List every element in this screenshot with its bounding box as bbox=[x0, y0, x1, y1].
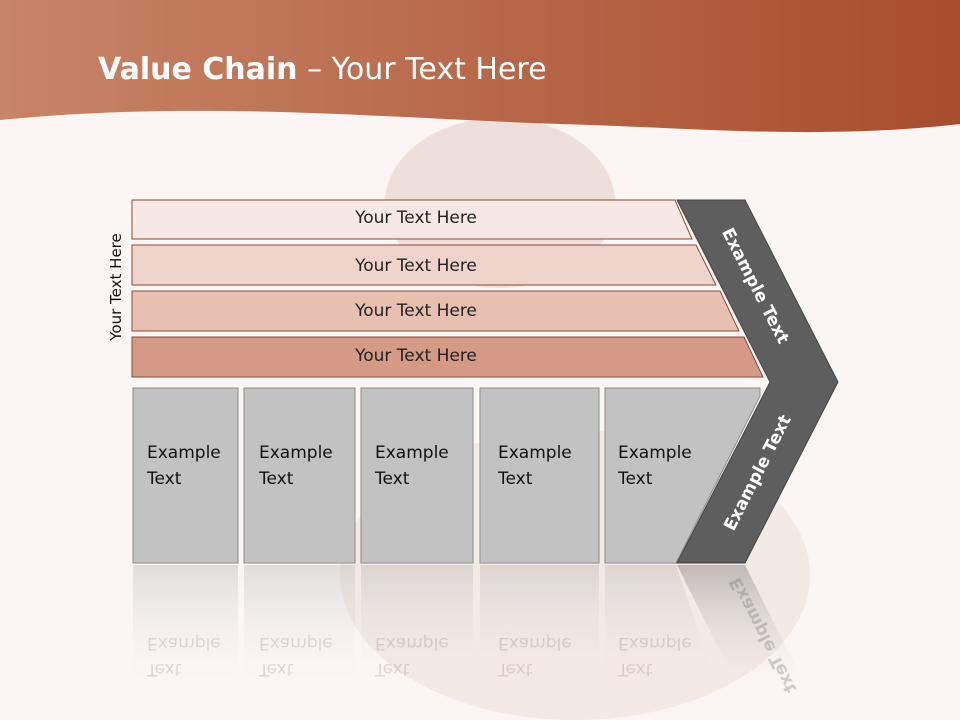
reflection-box-1 bbox=[133, 565, 238, 695]
reflection-text-3: Text Example bbox=[375, 630, 449, 682]
reflection-chevron bbox=[677, 565, 810, 695]
reflection-box-3 bbox=[361, 565, 473, 695]
reflection-text-1: Text Example bbox=[147, 630, 221, 682]
primary-box-1-text: Example Text bbox=[147, 440, 221, 492]
support-row-3 bbox=[131, 290, 740, 332]
support-row-2 bbox=[131, 244, 717, 286]
page-title: Value Chain – Your Text Here bbox=[98, 52, 547, 87]
primary-box-2 bbox=[243, 387, 356, 564]
refl-3-line1: Example bbox=[375, 633, 449, 653]
header-band bbox=[0, 0, 960, 133]
reflection-text-4: Text Example bbox=[498, 630, 572, 682]
reflection-text-2: Text Example bbox=[259, 630, 333, 682]
primary-box-4 bbox=[479, 387, 600, 564]
box-1-line2: Text bbox=[147, 469, 182, 489]
refl-2-line2: Text bbox=[259, 659, 294, 679]
box-3-line1: Example bbox=[375, 443, 449, 463]
box-3-line2: Text bbox=[375, 469, 410, 489]
refl-5-line1: Example bbox=[618, 633, 692, 653]
box-2-line1: Example bbox=[259, 443, 333, 463]
box-5-line1: Example bbox=[618, 443, 692, 463]
box-2-line2: Text bbox=[259, 469, 294, 489]
primary-box-5-text: Example Text bbox=[618, 440, 692, 492]
refl-1-line1: Example bbox=[147, 633, 221, 653]
reflection-text-5: Text Example bbox=[618, 630, 692, 682]
primary-box-2-text: Example Text bbox=[259, 440, 333, 492]
support-row-3-text: Your Text Here bbox=[355, 301, 477, 321]
support-row-1-text: Your Text Here bbox=[355, 208, 477, 228]
support-row-4 bbox=[131, 336, 764, 378]
box-4-line1: Example bbox=[498, 443, 572, 463]
title-rest: – Your Text Here bbox=[297, 52, 547, 87]
refl-4-line1: Example bbox=[498, 633, 572, 653]
reflection-box-4 bbox=[480, 565, 599, 695]
support-row-4-text: Your Text Here bbox=[355, 346, 477, 366]
box-1-line1: Example bbox=[147, 443, 221, 463]
primary-box-5 bbox=[604, 387, 761, 564]
support-row-2-text: Your Text Here bbox=[355, 256, 477, 276]
reflection-box-5 bbox=[605, 565, 720, 695]
primary-box-3 bbox=[360, 387, 474, 564]
primary-box-1 bbox=[132, 387, 239, 564]
support-row-1 bbox=[131, 199, 693, 240]
box-5-line2: Text bbox=[618, 469, 653, 489]
refl-1-line2: Text bbox=[147, 659, 182, 679]
box-4-line2: Text bbox=[498, 469, 533, 489]
refl-5-line2: Text bbox=[618, 659, 653, 679]
title-bold: Value Chain bbox=[98, 52, 298, 87]
refl-4-line2: Text bbox=[498, 659, 533, 679]
margin-chevron bbox=[676, 199, 839, 564]
primary-box-3-text: Example Text bbox=[375, 440, 449, 492]
reflection-box-2 bbox=[244, 565, 355, 695]
refl-3-line2: Text bbox=[375, 659, 410, 679]
primary-box-4-text: Example Text bbox=[498, 440, 572, 492]
refl-2-line1: Example bbox=[259, 633, 333, 653]
